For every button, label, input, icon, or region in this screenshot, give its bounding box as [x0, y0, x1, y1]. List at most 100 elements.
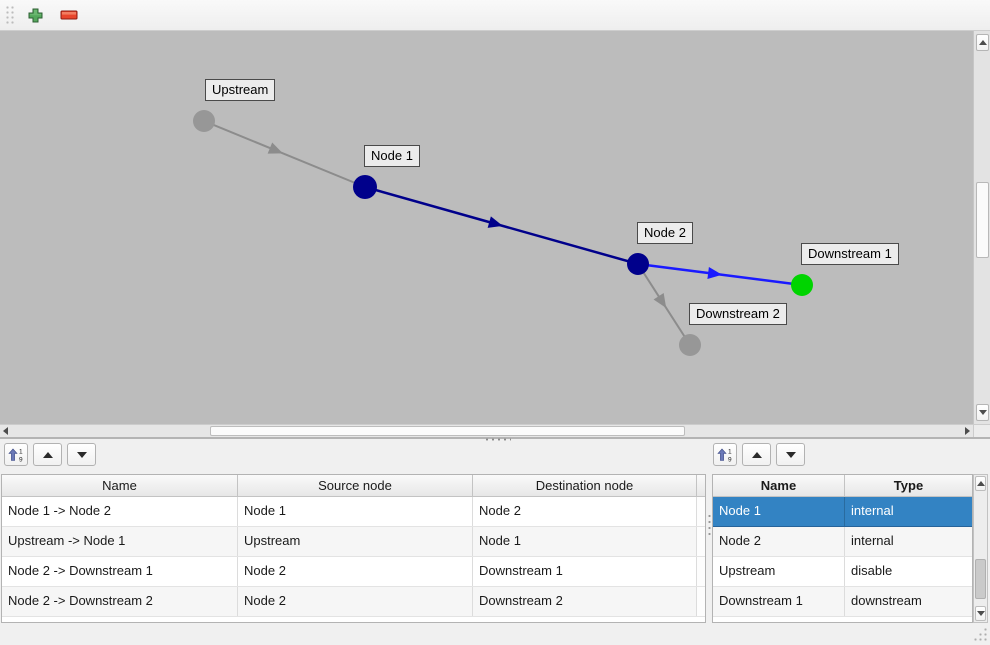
edge-cell-1-0[interactable]: Upstream -> Node 1 — [2, 527, 238, 556]
edge-row-gutter — [697, 527, 705, 556]
graph-edge-node2-downstream2[interactable] — [637, 263, 691, 346]
canvas-horizontal-scrollbar[interactable] — [0, 424, 973, 437]
edge-cell-0-1[interactable]: Node 1 — [238, 497, 473, 526]
node-move-up-button[interactable] — [742, 443, 771, 466]
move-down-icon — [785, 451, 796, 458]
node-panel-toolbar: 1 9 — [713, 443, 805, 466]
edge-cell-1-2[interactable]: Node 1 — [473, 527, 697, 556]
edge-cell-2-2[interactable]: Downstream 1 — [473, 557, 697, 586]
edge-move-down-button[interactable] — [67, 443, 96, 466]
scroll-up-button[interactable] — [975, 476, 986, 491]
node-cell-1-type[interactable]: internal — [851, 533, 894, 548]
edge-cell-3-1[interactable]: Node 2 — [238, 587, 473, 616]
vertical-splitter-handle[interactable] — [706, 512, 711, 536]
graph-node-label-node2[interactable]: Node 2 — [637, 222, 693, 244]
remove-node-button[interactable] — [56, 2, 82, 28]
scroll-down-button[interactable] — [976, 404, 989, 421]
node-cell-2-name[interactable]: Upstream — [713, 557, 845, 586]
triangle-up-icon — [976, 481, 985, 486]
node-move-down-button[interactable] — [776, 443, 805, 466]
graph-node-node2[interactable] — [627, 253, 649, 275]
node-sort-button[interactable]: 1 9 — [713, 443, 737, 466]
node-table-row-2[interactable]: Upstream disable — [713, 557, 972, 587]
node-cell-2-type[interactable]: disable — [851, 563, 893, 578]
node-table-scrollbar-thumb[interactable] — [975, 559, 986, 599]
graph-svg — [193, 110, 813, 356]
node-table-row-1[interactable]: Node 2 internal — [713, 527, 972, 557]
graph-node-downstream1[interactable] — [791, 274, 813, 296]
triangle-down-icon — [978, 410, 987, 415]
edge-cell-0-2[interactable]: Node 2 — [473, 497, 697, 526]
node-table-header: Name Type — [713, 475, 972, 497]
edge-sort-button[interactable]: 1 9 — [4, 443, 28, 466]
scroll-up-button[interactable] — [976, 34, 989, 51]
edge-cell-2-0[interactable]: Node 2 -> Downstream 1 — [2, 557, 238, 586]
node-table-header-name[interactable]: Name — [713, 475, 845, 496]
svg-text:1: 1 — [728, 448, 732, 455]
graph-edge-upstream-node1[interactable] — [203, 120, 366, 188]
canvas-vertical-scrollbar[interactable] — [973, 31, 990, 424]
minus-icon — [60, 10, 78, 20]
edge-cell-3-0[interactable]: Node 2 -> Downstream 2 — [2, 587, 238, 616]
edge-cell-0-0[interactable]: Node 1 -> Node 2 — [2, 497, 238, 526]
add-node-button[interactable] — [22, 2, 48, 28]
node-table-scrollbar[interactable] — [973, 474, 988, 623]
edge-cell-2-1[interactable]: Node 2 — [238, 557, 473, 586]
edge-cell-3-2[interactable]: Downstream 2 — [473, 587, 697, 616]
main-toolbar — [0, 0, 990, 31]
move-up-icon — [42, 451, 53, 458]
edge-cell-1-1[interactable]: Upstream — [238, 527, 473, 556]
graph-node-label-node1[interactable]: Node 1 — [364, 145, 420, 167]
node-table-header-type[interactable]: Type — [893, 478, 924, 493]
scrollbar-corner — [973, 424, 990, 437]
toolbar-drag-handle[interactable] — [4, 4, 14, 26]
svg-text:1: 1 — [19, 448, 23, 455]
node-cell-0-type[interactable]: internal — [851, 503, 894, 518]
edge-table-header-destination-node[interactable]: Destination node — [473, 475, 697, 496]
graph-edge-node1-node2[interactable] — [364, 185, 639, 266]
vertical-scrollbar-thumb[interactable] — [976, 182, 989, 258]
edge-table-header-source-node[interactable]: Source node — [238, 475, 473, 496]
graph-node-node1[interactable] — [353, 175, 377, 199]
graph-node-upstream[interactable] — [193, 110, 215, 132]
node-table-row-3[interactable]: Downstream 1 downstream — [713, 587, 972, 617]
horizontal-splitter-handle[interactable] — [483, 436, 511, 441]
plus-icon — [28, 8, 42, 22]
scroll-left-button[interactable] — [3, 427, 8, 435]
node-cell-1-name[interactable]: Node 2 — [713, 527, 845, 556]
edge-move-up-button[interactable] — [33, 443, 62, 466]
scroll-down-button[interactable] — [975, 606, 986, 621]
graph-node-label-downstream1[interactable]: Downstream 1 — [801, 243, 899, 265]
graph-node-downstream2[interactable] — [679, 334, 701, 356]
node-cell-0-name[interactable]: Node 1 — [713, 497, 845, 526]
edge-table-header-name[interactable]: Name — [2, 475, 238, 496]
move-down-icon — [76, 451, 87, 458]
triangle-right-icon — [965, 427, 970, 435]
node-table-filler-row — [713, 617, 972, 622]
sort-ascending-icon: 1 9 — [716, 448, 732, 463]
triangle-up-icon — [978, 40, 987, 45]
triangle-left-icon — [3, 427, 8, 435]
horizontal-scrollbar-thumb[interactable] — [210, 426, 685, 436]
graph-node-label-upstream[interactable]: Upstream — [205, 79, 276, 101]
node-table-row-0-selected[interactable]: Node 1 internal — [713, 497, 972, 527]
graph-node-label-downstream2[interactable]: Downstream 2 — [689, 303, 787, 325]
graph-edge-node2-downstream1[interactable] — [637, 262, 803, 287]
scroll-right-button[interactable] — [965, 427, 970, 435]
edge-row-gutter — [697, 557, 705, 586]
svg-text:9: 9 — [728, 456, 732, 463]
window-resize-grip[interactable] — [972, 626, 987, 641]
node-cell-3-name[interactable]: Downstream 1 — [713, 587, 845, 616]
triangle-down-icon — [976, 611, 985, 616]
node-cell-3-type[interactable]: downstream — [851, 593, 922, 608]
svg-text:9: 9 — [19, 456, 23, 463]
